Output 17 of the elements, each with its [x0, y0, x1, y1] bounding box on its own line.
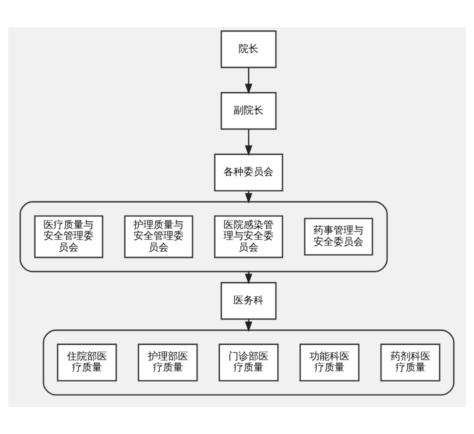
node-box: 功能科医疗质量: [300, 344, 360, 382]
node-box: 副院长: [220, 92, 277, 130]
node-box: 医院感染管理与安全委员会: [214, 215, 284, 258]
node-box: 各种委员会: [214, 154, 284, 192]
node-box: 护理部医疗质量: [138, 344, 198, 382]
node-box: 护理质量与安全管理委员会: [124, 215, 194, 258]
node-box: 门诊部医疗质量: [218, 344, 279, 382]
node-box: 院长: [220, 30, 277, 68]
node-box: 医务科: [220, 282, 277, 320]
arrow: [244, 68, 252, 94]
node-box: 药剂科医疗质量: [380, 344, 440, 382]
arrow: [244, 129, 252, 156]
cluster: [20, 201, 388, 272]
node-box: 药事管理与安全委员会: [304, 218, 374, 256]
node-box: 住院部医疗质量: [56, 344, 117, 382]
cluster: [42, 330, 454, 396]
node-box: 医疗质量与安全管理委员会: [34, 215, 104, 258]
